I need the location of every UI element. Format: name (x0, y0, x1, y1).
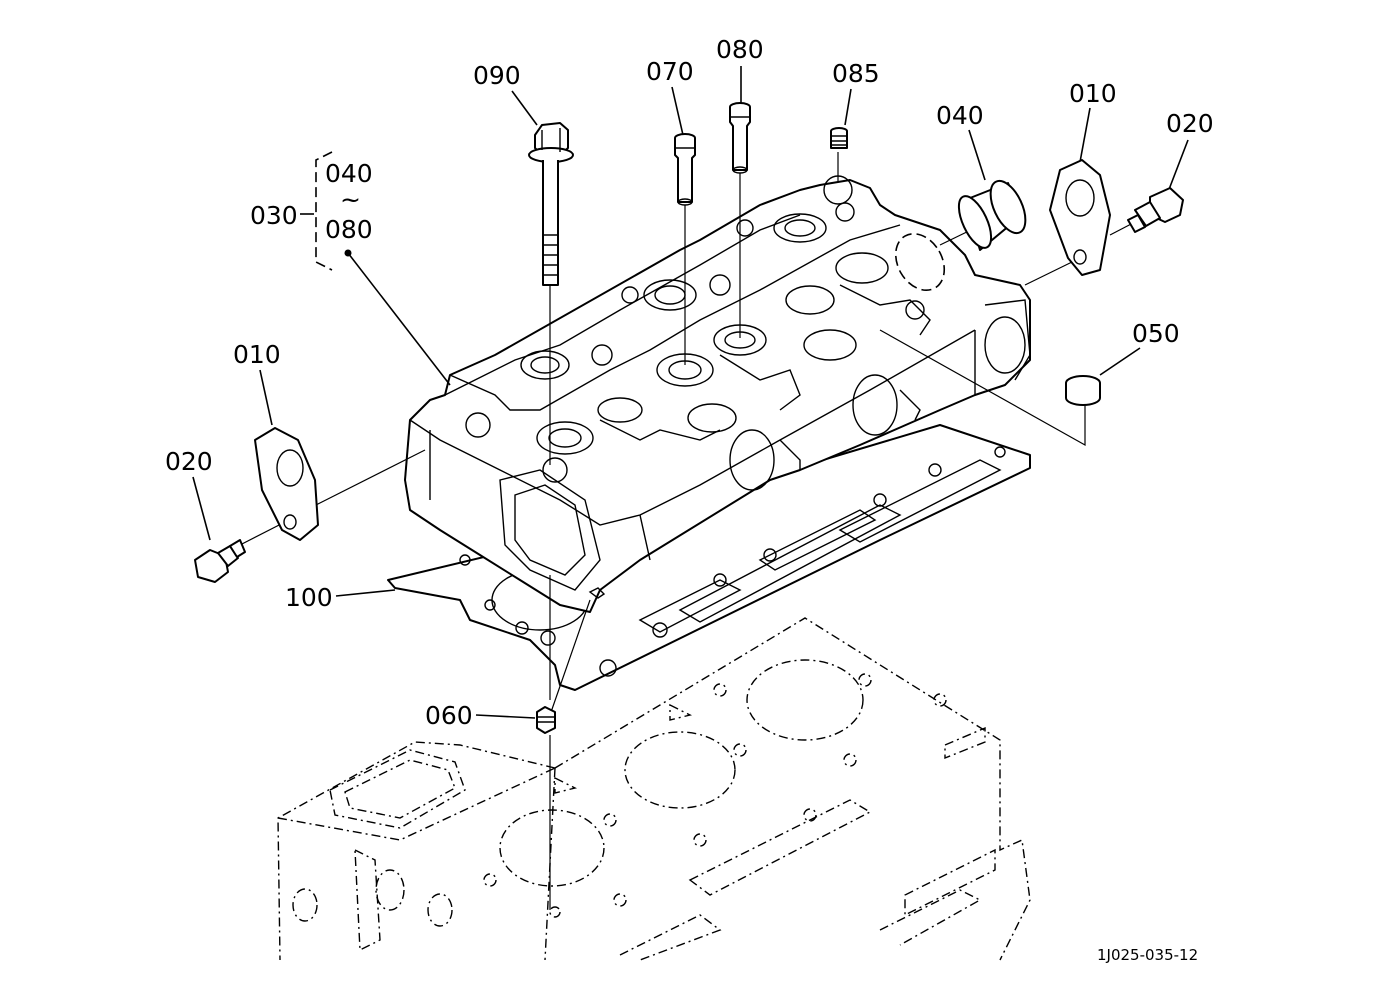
valve-guide-070 (674, 133, 696, 206)
head-gasket (387, 424, 1031, 691)
drawing-code: 1J025-035-12 (1097, 946, 1198, 964)
plug-085 (830, 127, 848, 149)
assembly-label: 030 (250, 201, 298, 230)
callout-020-left: 020 (165, 447, 213, 476)
dowel-060 (536, 587, 606, 734)
plug-020-left (194, 539, 246, 583)
callout-020-right: 020 (1166, 109, 1214, 138)
plate-010-left (254, 427, 319, 541)
plate-010-right (1049, 159, 1111, 276)
plug-020-right (1127, 187, 1184, 233)
assembly-range-start: 040 (325, 159, 373, 188)
valve-guide-080 (729, 102, 751, 174)
assembly-range-end: 080 (325, 215, 373, 244)
assembly-range-sep: ~ (340, 185, 361, 214)
cylinder-head (404, 175, 1031, 613)
leader-lines (192, 66, 1189, 910)
callout-050: 050 (1132, 319, 1180, 348)
callout-060: 060 (425, 701, 473, 730)
callout-040: 040 (936, 101, 984, 130)
head-bolt-090 (528, 122, 574, 286)
cap-040 (957, 179, 1027, 251)
callout-070: 070 (646, 57, 694, 86)
plug-050 (1065, 375, 1101, 406)
callout-080: 080 (716, 35, 764, 64)
callout-010-left: 010 (233, 340, 281, 369)
callout-085: 085 (832, 59, 880, 88)
callout-100: 100 (285, 583, 333, 612)
assembly-bracket-030: 030 040 ~ 080 (250, 151, 373, 271)
callout-090: 090 (473, 61, 521, 90)
engine-block (277, 617, 1031, 961)
callout-010-right: 010 (1069, 79, 1117, 108)
